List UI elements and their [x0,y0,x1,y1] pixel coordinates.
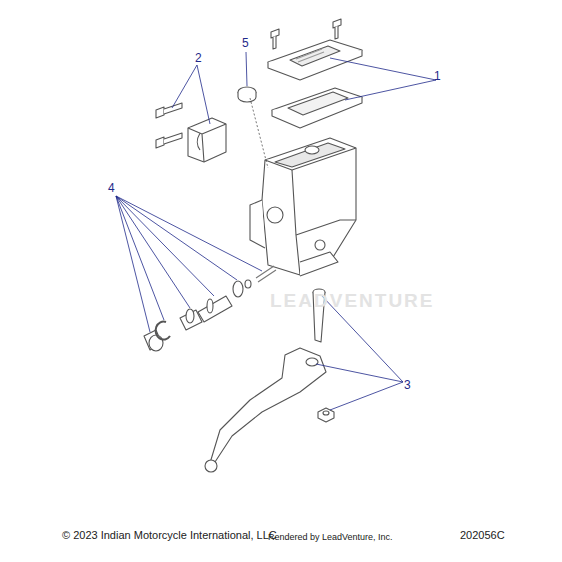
master-cylinder-body [250,138,356,276]
handlebar-clamp [188,118,226,162]
pivot-nut [318,408,334,422]
callout-number: 4 [108,182,115,194]
piston-assembly [207,299,213,313]
diagram-code: 202056C [460,530,505,541]
piston-assembly [156,322,170,340]
piston-assembly [144,330,162,350]
pivot-nut [318,408,334,422]
callout-number: 5 [242,37,249,49]
sight-glass-cap [238,87,256,102]
master-cylinder-body [305,146,319,154]
brake-lever [306,358,318,366]
piston-assembly [149,335,163,351]
copyright-note: © 2023 Indian Motorcycle International, … [62,530,277,541]
piston-assembly [186,309,194,323]
leader-lines [116,196,262,332]
handlebar-clamp [188,118,226,162]
clamp-bolt [156,137,164,148]
reservoir-lid [296,49,324,62]
clamp-bolt [164,133,182,144]
piston-assembly [256,266,276,282]
leader-lines [330,58,436,100]
callout-number: 3 [404,379,411,391]
callout-number: 2 [195,52,202,64]
render-credit: Rendered by LeadVenture, Inc. [268,533,393,542]
clamp-bolt [164,103,182,114]
master-cylinder-body [300,252,338,276]
piston-assembly [144,266,276,351]
master-cylinder-body [262,138,356,275]
piston-assembly [198,296,232,322]
leader-lines [116,52,436,410]
master-cylinder-body [296,220,356,235]
reservoir-lid [290,46,340,66]
master-cylinder-body [250,200,265,248]
sight-glass-cap [238,92,256,102]
leader-lines [172,65,210,124]
watermark: LEADVENTURE [270,291,435,310]
clamp-bolt [156,107,164,118]
lid-screw [335,26,338,39]
master-cylinder-body [292,170,300,275]
clamp-bolt [156,103,182,148]
assembly-path [250,98,268,168]
pivot-nut [323,411,329,415]
piston-assembly [245,280,251,288]
brake-lever [205,348,326,472]
brake-lever [210,348,326,463]
leader-lines [316,296,403,410]
parts [144,19,362,472]
master-cylinder-body [315,240,325,250]
brake-lever [205,460,217,472]
diaphragm-gasket [288,92,348,115]
lid-screw [273,36,276,49]
piston-assembly [233,281,243,297]
callout-number: 1 [434,70,441,82]
diaphragm-gasket [272,88,362,128]
leader-lines [246,52,247,86]
master-cylinder-body [275,143,345,167]
handlebar-clamp [188,124,226,162]
reservoir-lid [268,40,362,80]
master-cylinder-body [267,207,283,223]
